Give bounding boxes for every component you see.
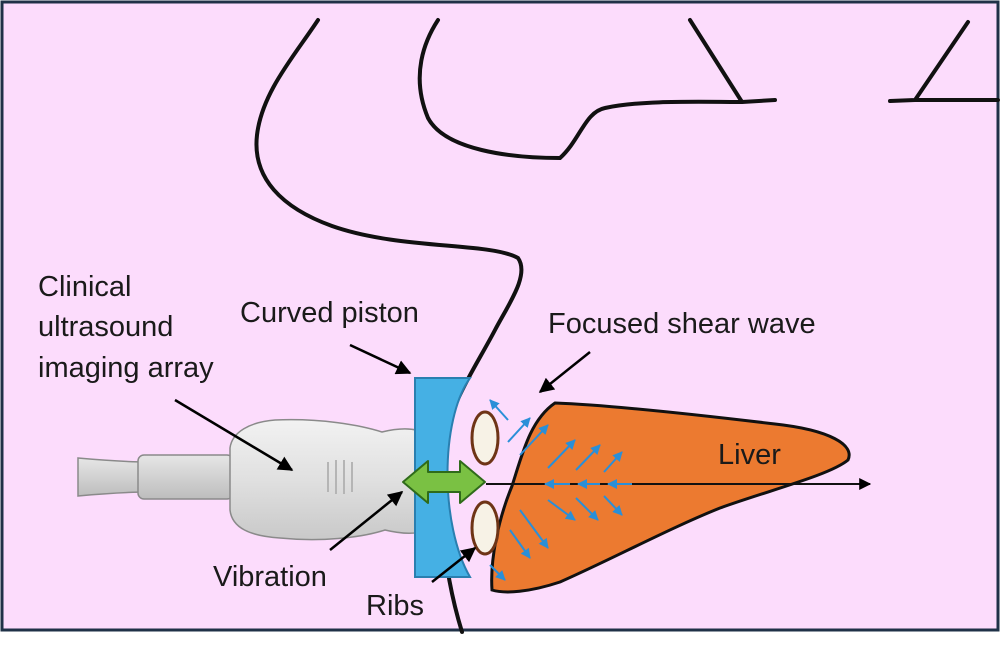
label-vibration: Vibration: [213, 561, 327, 593]
label-array-line2: ultrasound: [38, 311, 173, 343]
rib-lower: [470, 500, 500, 556]
label-liver: Liver: [718, 439, 781, 471]
head-outline: [417, 18, 744, 161]
jaw-outline-right: [888, 20, 1000, 103]
label-pointers: [174, 343, 591, 583]
label-array-line3: imaging array: [38, 352, 214, 384]
rib-upper: [470, 410, 500, 466]
shear-wave-arrows: [489, 399, 632, 581]
liver-shape: [490, 401, 851, 594]
label-curved-piston: Curved piston: [240, 297, 419, 329]
jaw-outline-left: [688, 18, 777, 104]
label-focused-shear-wave: Focused shear wave: [548, 308, 816, 340]
label-ribs: Ribs: [366, 590, 424, 622]
label-array-line1: Clinical: [38, 271, 131, 303]
cable-strain-relief: [137, 454, 234, 500]
probe-grip-ridges: [327, 460, 353, 494]
vibration-arrow: [402, 460, 486, 504]
